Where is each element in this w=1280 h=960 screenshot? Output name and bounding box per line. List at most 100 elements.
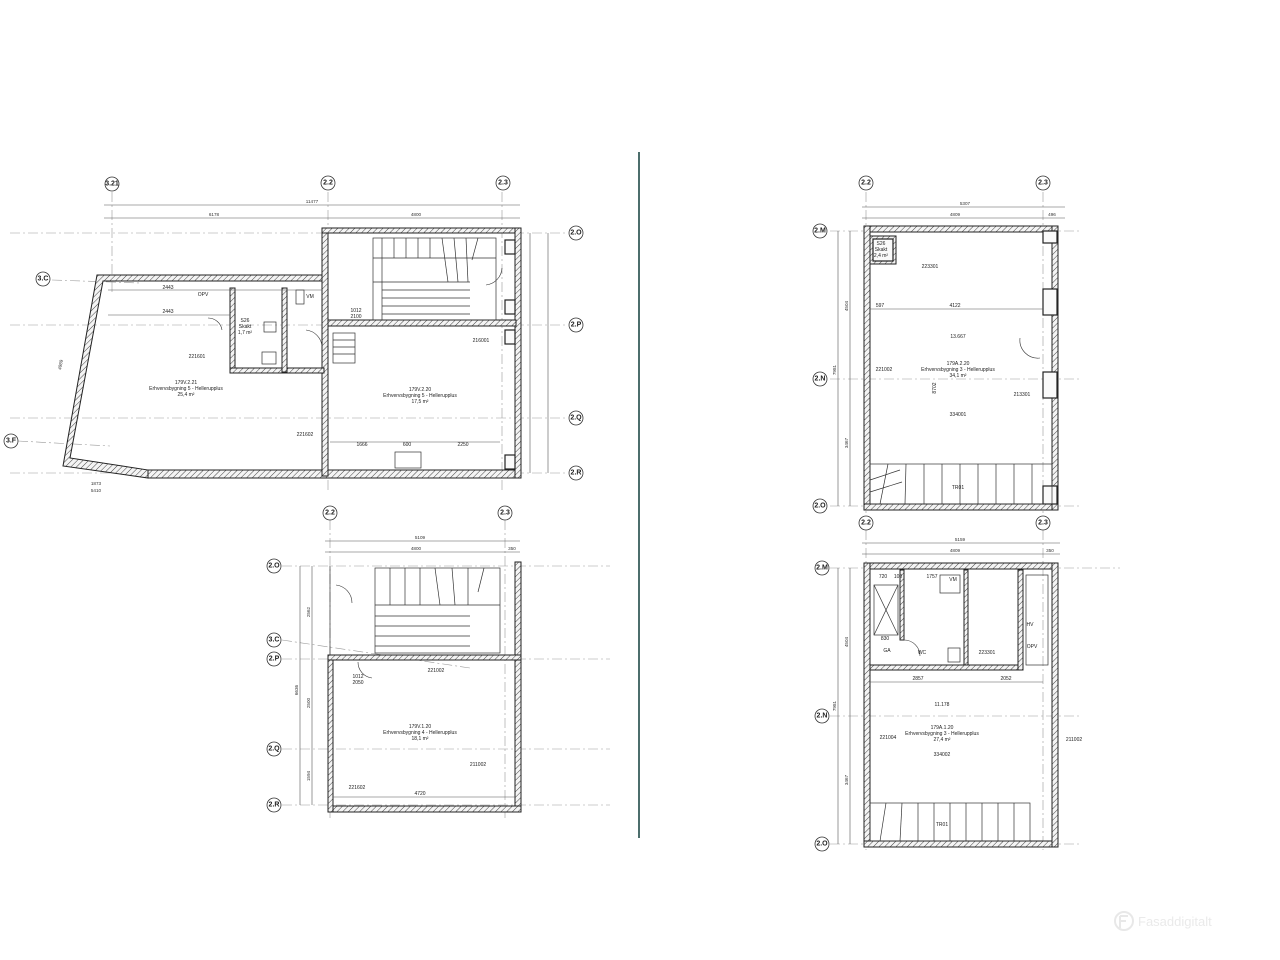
logo-icon [1114,911,1134,931]
dimension-right: 4800 [411,212,422,217]
interior-wall [229,287,236,373]
window [1042,230,1058,244]
room-tag: 211002 [1066,737,1083,743]
window [1042,485,1058,505]
dimension-left: 1594 [306,770,311,781]
grid-label-2-r: 2.R [571,470,582,477]
dimension-left: 2500 [306,697,311,708]
label-hv: HV [1027,622,1035,628]
label-opv: OPV [198,292,209,298]
room-area: 18,1 m² [412,736,429,742]
grid-bubble-2-o [568,225,584,241]
grid-bubble-2-p [266,651,282,667]
exterior-wall [514,561,522,813]
exterior-wall [863,562,871,848]
grid-bubble-2-q [266,741,282,757]
grid-bubble-3-21 [104,176,120,192]
room-name: 179A.1.20 [931,725,954,731]
room-area: 27,4 m² [934,737,951,743]
label-720: 720 [879,574,888,580]
interior-wall [1017,569,1024,671]
exterior-wall [514,227,522,479]
room-name: 179A.2.20 [947,361,970,367]
window [1042,288,1058,316]
dimension-inner: 4809 [950,548,961,553]
shaft-area: 2,4 m² [874,253,889,259]
exterior-wall [62,274,329,479]
dimension-bottom: 5410 [91,488,102,493]
plan-a: 3.21 2.2 2.3 2.O 2.P 2.Q 2.R 3.C 3.F 114… [3,175,584,493]
grid-bubble-2-n [812,371,828,387]
door-swing [903,639,921,657]
grid-bubble-2-o [266,558,282,574]
room-tag: 223301 [922,264,939,270]
staircase [374,567,501,654]
label-4122: 4122 [949,303,960,309]
room-description: Erhvervsbygning 5 - Hellerupplus [149,386,223,392]
staircase [869,802,1031,842]
label-2443: 2443 [162,285,173,291]
toilet [947,647,961,663]
appliance-box [295,289,305,305]
window [504,454,516,470]
label-opv: OPV [1027,644,1038,650]
label-100: 100 [894,574,903,580]
dimension-vertical: 7981 [832,364,837,375]
room-description: Erhvervsbygning 5 - Hellerupplus [383,393,457,399]
grid-label-2-o: 2.O [816,841,828,848]
room-description: Erhvervsbygning 3 - Hellerupplus [905,731,979,737]
room-tag: 211002 [470,762,487,768]
interior-wall [963,569,969,666]
shower-cross [873,584,899,636]
interior-wall [281,287,288,373]
grid-bubble-3-f [3,433,19,449]
grid-bubble-2-2 [322,505,338,521]
grid-label-3-f: 3.F [6,438,17,445]
plan-c: 2.2 2.3 2.M 2.N 2.O 5307 4809 496 7981 4… [812,175,1080,515]
room-tag: 221002 [428,668,445,674]
grid-bubble-2-o [812,498,828,514]
door-swing [207,317,223,331]
label-1666: 1666 [356,442,367,448]
dimension-total: 5159 [955,537,966,542]
grid-label-2-3: 2.3 [498,180,508,187]
exterior-wall [321,227,329,477]
grid-label-3-21: 3.21 [105,181,119,188]
room-tag: 213301 [1014,392,1031,398]
grid-line-3-f [17,440,111,447]
room-area: 34,1 m² [950,373,967,379]
label-2443: 2443 [162,309,173,315]
dimension-center: 13.667 [950,334,966,340]
grid-label-2-r: 2.R [269,802,280,809]
room-area: 17,5 m² [412,399,429,405]
dimension-left: 6178 [209,212,220,217]
room-tag: 223301 [979,650,996,656]
grid-label-2-3: 2.3 [1038,520,1048,527]
room-description: Erhvervsbygning 3 - Hellerupplus [921,367,995,373]
label-600: 600 [403,442,412,448]
plan-b: 2.2 2.3 2.O 3.C 2.P 2.Q 2.R 5109 4800 35… [266,505,610,818]
grid-label-2-q: 2.Q [268,746,280,753]
room-name: 179V.1.20 [409,724,432,730]
stair-tag: TR01 [952,485,964,491]
grid-label-2-m: 2.M [816,565,828,572]
dimension-vertical: 7981 [832,700,837,711]
interior-wall [327,654,522,661]
grid-bubble-2-3 [1035,175,1051,191]
label-2052: 2052 [1000,676,1011,682]
door-swing [335,584,353,604]
shaft-name: S26 [241,318,250,324]
grid-label-2-p: 2.P [571,322,582,329]
staircase [869,463,1053,505]
dimension-side: 350 [1046,548,1054,553]
window [504,329,516,345]
grid-bubble-2-p [568,317,584,333]
grid-label-2-q: 2.Q [570,415,582,422]
floor-hatch [394,451,422,469]
grid-label-2-2: 2.2 [861,180,871,187]
shaft-label: Skakt [239,324,252,330]
interior-wall [899,569,905,641]
room-tag: 216001 [473,338,490,344]
shower [873,584,899,636]
label-2857: 2857 [912,676,923,682]
